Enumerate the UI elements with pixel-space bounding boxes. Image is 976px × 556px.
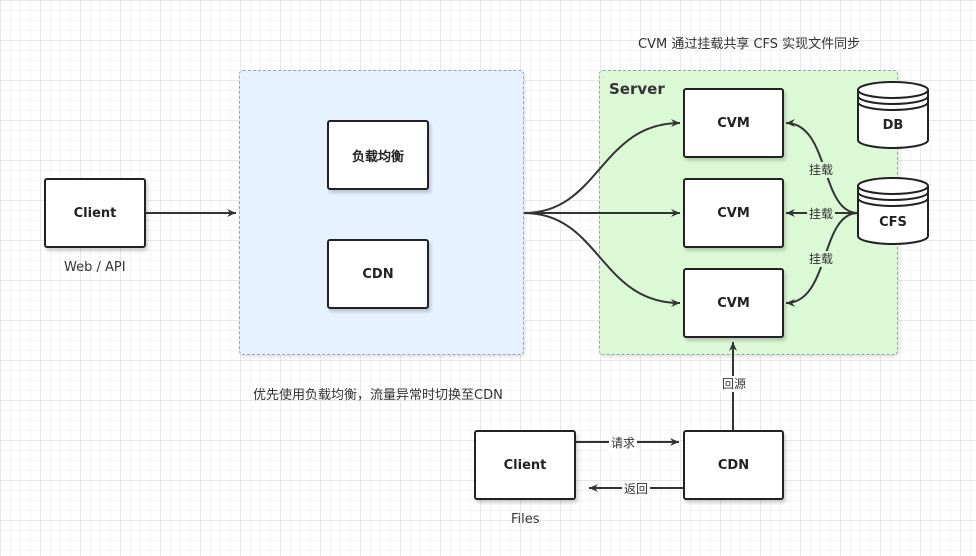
origin-label: 回源	[720, 376, 749, 392]
cvm-node-2[interactable]: CVM	[683, 178, 784, 248]
files-client-node[interactable]: Client	[474, 430, 576, 500]
cfs-label: CFS	[879, 215, 907, 230]
lb-cdn-node[interactable]: CDN	[327, 239, 429, 309]
cvm-label: CVM	[717, 295, 750, 311]
files-cdn-node[interactable]: CDN	[683, 430, 784, 500]
load-balancer-label: 负载均衡	[351, 149, 404, 165]
cvm-node-3[interactable]: CVM	[683, 268, 784, 338]
mount-label-1: 挂载	[807, 162, 836, 178]
lb-cdn-label: CDN	[362, 266, 394, 282]
cvm-label: CVM	[717, 115, 750, 131]
server-group-title: Server	[609, 80, 665, 98]
cvm-node-1[interactable]: CVM	[683, 88, 784, 158]
files-client-label: Client	[503, 457, 547, 473]
lb-note: 优先使用负载均衡，流量异常时切换至CDN	[253, 388, 503, 403]
files-cdn-label: CDN	[717, 457, 750, 473]
web-client-caption: Web / API	[64, 260, 126, 275]
load-balancer-node[interactable]: 负载均衡	[327, 120, 429, 190]
cvm-label: CVM	[717, 205, 750, 221]
edge-lb-to-cvm-1	[523, 119, 681, 214]
mount-label-3: 挂载	[807, 251, 836, 267]
files-client-caption: Files	[511, 512, 540, 527]
request-label: 请求	[609, 435, 638, 451]
edge-lb-to-cvm-3	[523, 212, 681, 307]
diagram-caption: CVM 通过挂载共享 CFS 实现文件同步	[638, 37, 861, 52]
web-client-node[interactable]: Client	[44, 178, 146, 248]
db-label: DB	[882, 118, 904, 133]
return-label: 返回	[622, 481, 651, 497]
mount-label-2: 挂载	[807, 206, 836, 222]
db-cylinder	[857, 81, 929, 149]
web-client-label: Client	[73, 205, 117, 221]
cfs-cylinder	[857, 177, 929, 245]
